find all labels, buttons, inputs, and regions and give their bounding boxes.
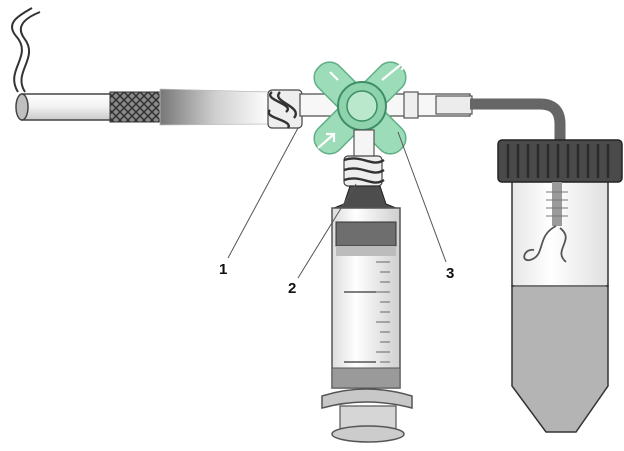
callout-lines [227, 127, 447, 279]
callout-label-3: 3 [446, 265, 454, 282]
smoke-wisps [11, 7, 41, 93]
cigarette [15, 91, 163, 123]
tube-adapter [159, 88, 271, 126]
threaded-connector [267, 89, 303, 129]
syringe-connector [343, 129, 385, 187]
tubing [470, 98, 566, 150]
three-way-stopcock[interactable] [278, 26, 442, 190]
smoke-wisp-icon [523, 225, 567, 263]
callout-label-1: 1 [219, 261, 227, 278]
syringe [321, 185, 413, 443]
syringe-scale [344, 261, 390, 363]
arrow-icon [317, 58, 406, 149]
conical-collection-tube [497, 139, 623, 433]
callout-label-2: 2 [288, 280, 296, 297]
